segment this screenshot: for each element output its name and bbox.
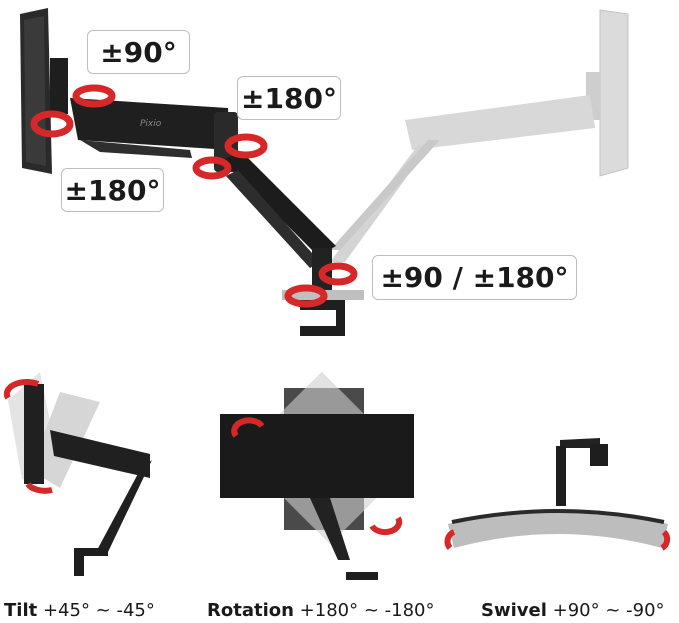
caption-rotation-title: Rotation xyxy=(207,600,294,621)
rotation-arrow-icon xyxy=(72,84,116,108)
brand-mark: Pixio xyxy=(140,119,162,129)
caption-rotation: Rotation +180° ~ -180° xyxy=(207,600,435,622)
vesa-rotation-angle-label: ±180° xyxy=(61,168,164,212)
caption-swivel-range: +90° ~ -90° xyxy=(552,600,665,621)
rotation-arrow-icon xyxy=(318,262,358,286)
swivel-illustration xyxy=(444,438,671,551)
ghost-arm xyxy=(330,9,629,262)
arm-joint-angle-label: ±180° xyxy=(237,76,341,120)
caption-rotation-range: +180° ~ -180° xyxy=(299,600,435,621)
rotation-arrow-icons xyxy=(30,84,358,308)
main-monitor-arm: Pixio xyxy=(20,8,364,336)
caption-tilt-range: +45° ~ -45° xyxy=(42,600,155,621)
rotation-illustration xyxy=(220,371,414,580)
rotation-arrow-icon xyxy=(284,284,328,308)
tilt-illustration xyxy=(3,372,152,576)
rotation-arrow-icon xyxy=(30,110,74,138)
rotation-arrow-icon xyxy=(224,133,268,159)
tilt-angle-label: ±90° xyxy=(87,30,190,74)
base-angle-label: ±90 / ±180° xyxy=(372,255,577,300)
caption-swivel: Swivel +90° ~ -90° xyxy=(481,600,665,622)
caption-tilt: Tilt +45° ~ -45° xyxy=(4,600,155,622)
rotation-arrow-icon xyxy=(192,156,232,180)
caption-swivel-title: Swivel xyxy=(481,600,547,621)
caption-tilt-title: Tilt xyxy=(4,600,38,621)
